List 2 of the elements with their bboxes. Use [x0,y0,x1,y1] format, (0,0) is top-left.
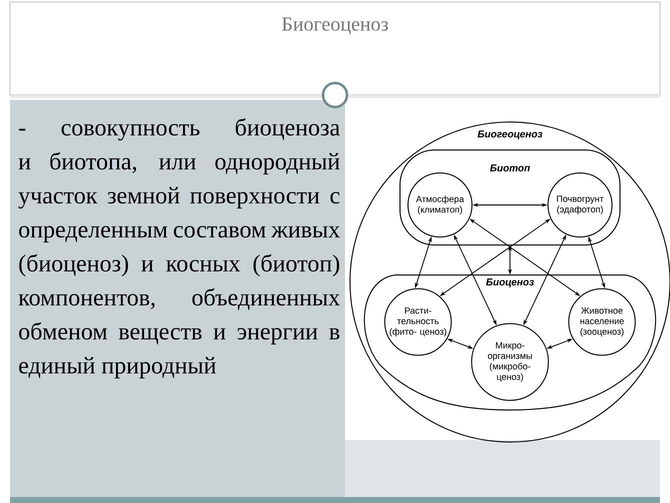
body-paragraph: - совокупность биоценоза и биотопа, или однородный участок земной поверхности с определенным составом живых (биоценоз) и косных (биотоп) компонентов, объединенных обменом веществ и энергии в единый природный [18,118,340,378]
title: Биогеоценоз [282,18,388,34]
